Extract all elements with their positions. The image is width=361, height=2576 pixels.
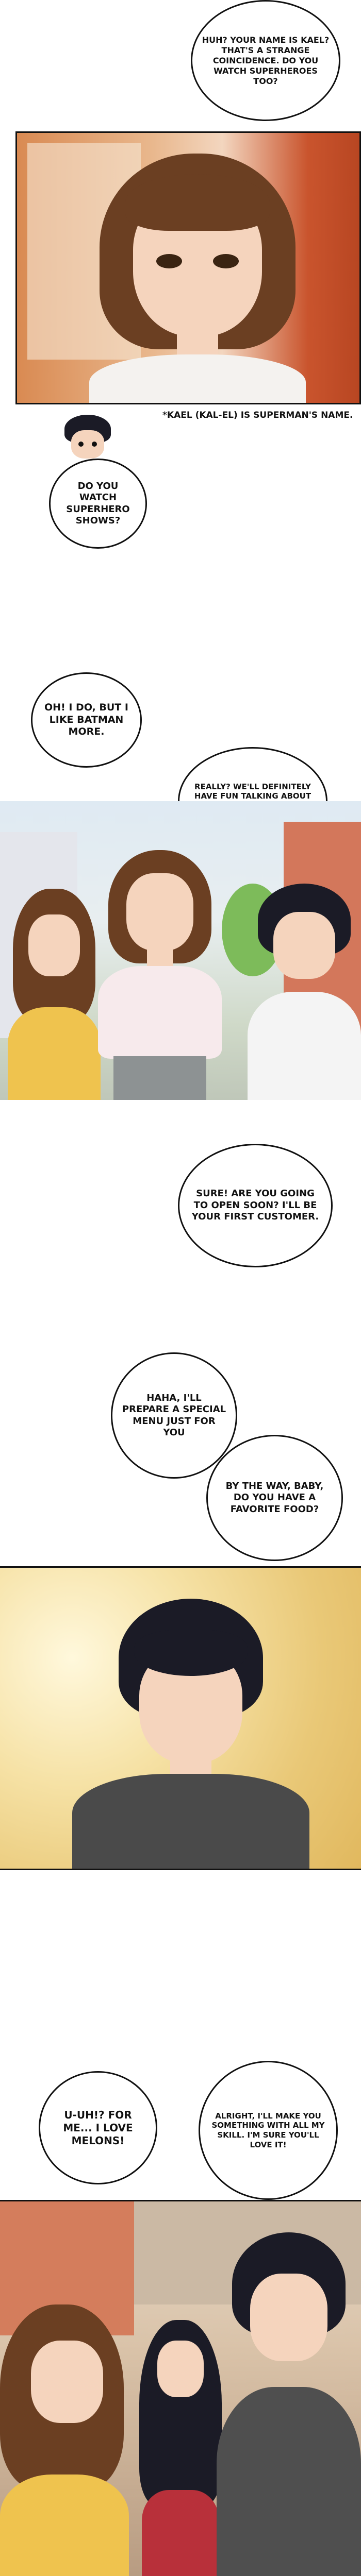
dark-haired-woman-figure [134,2320,227,2576]
bubble-7-text: BY THE WAY, BABY, DO YOU HAVE A FAVORITE… [225,1480,324,1515]
panel-3-boy-smiling [0,1566,361,1870]
bubble-9-text: ALRIGHT, I'LL MAKE YOU SOMETHING WITH AL… [211,2111,325,2149]
panel-2-three-characters [0,801,361,1100]
boy-figure [248,884,361,1100]
speech-bubble-2: DO YOU WATCH SUPERHERO SHOWS? [49,459,147,549]
speech-bubble-5: SURE! ARE YOU GOING TO OPEN SOON? I'LL B… [178,1144,333,1267]
speech-bubble-3: OH! I DO, BUT I LIKE BATMAN MORE. [31,672,142,768]
boy-figure-2 [72,1599,309,1869]
panel-1-woman-closeup [15,131,361,404]
girl-figure [8,878,101,1100]
speech-bubble-1: HUH? YOUR NAME IS KAEL? THAT'S A STRANGE… [191,0,340,121]
bubble-5-text: SURE! ARE YOU GOING TO OPEN SOON? I'LL B… [191,1188,319,1223]
footnote: *KAEL (KAL-EL) IS SUPERMAN'S NAME. [162,410,353,420]
speech-bubble-9: ALRIGHT, I'LL MAKE YOU SOMETHING WITH AL… [199,2061,338,2200]
speech-bubble-6: HAHA, I'LL PREPARE A SPECIAL MENU JUST F… [111,1352,237,1479]
boy-figure-3 [217,2232,361,2576]
woman-figure-2 [98,850,222,1100]
bubble-8-text: U-UH!? FOR ME... I LOVE MELONS! [63,2108,133,2147]
speech-bubble-8: U-UH!? FOR ME... I LOVE MELONS! [39,2071,157,2184]
speech-bubble-7: BY THE WAY, BABY, DO YOU HAVE A FAVORITE… [206,1435,343,1561]
chibi-boy-icon [62,415,113,461]
bubble-2-text: DO YOU WATCH SUPERHERO SHOWS? [66,480,130,527]
bubble-3-text: OH! I DO, BUT I LIKE BATMAN MORE. [44,701,128,738]
girl-figure-2 [0,2284,129,2576]
bubble-6-text: HAHA, I'LL PREPARE A SPECIAL MENU JUST F… [122,1392,226,1438]
panel-4-three-characters [0,2200,361,2576]
woman-figure [89,143,306,403]
bubble-1-text: HUH? YOUR NAME IS KAEL? THAT'S A STRANGE… [202,35,330,86]
